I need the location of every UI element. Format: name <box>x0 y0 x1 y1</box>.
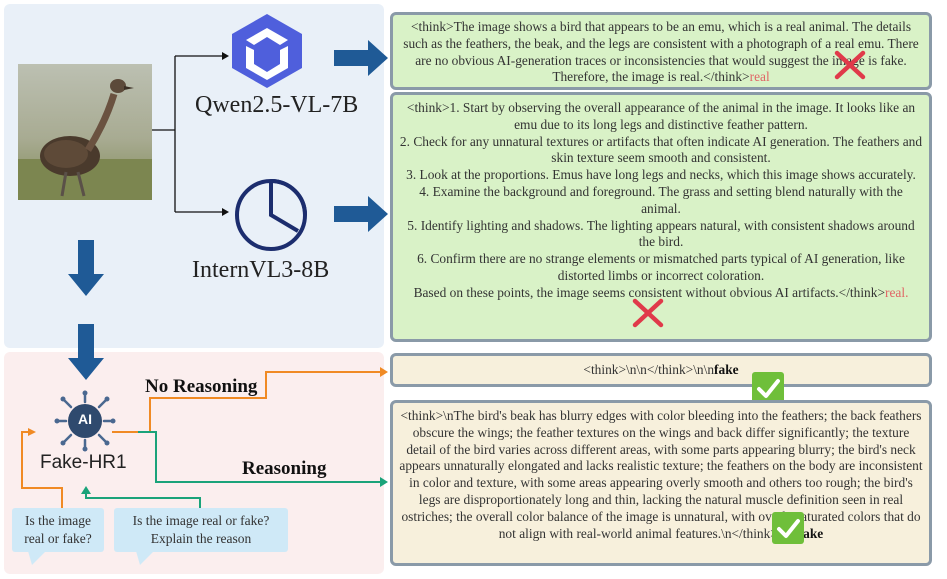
prompt-long-bubble: Is the image real or fake? Explain the r… <box>114 508 288 552</box>
intern-line-3: 3. Look at the proportions. Emus have lo… <box>406 167 916 183</box>
reasoning-answer: fake <box>798 525 824 541</box>
intern-line-4: 4. Examine the background and foreground… <box>419 183 903 216</box>
intern-line-5: 5. Identify lighting and shadows. The li… <box>407 217 915 250</box>
prompt-short-text: Is the image real or fake? <box>24 513 92 546</box>
qwen-response-box: <think>The image shows a bird that appea… <box>390 12 932 90</box>
internvl-logo-icon <box>235 179 307 251</box>
ai-chip-icon <box>54 390 116 452</box>
down-arrow-top <box>68 240 104 296</box>
reasoning-text: <think>\nThe bird's beak has blurry edge… <box>399 408 923 541</box>
no-reasoning-label: No Reasoning <box>145 376 258 397</box>
cross-icon <box>834 50 866 80</box>
emu-image <box>18 64 152 200</box>
bubble-tail <box>28 551 46 565</box>
check-icon <box>752 372 784 404</box>
intern-response-box: <think>1. Start by observing the overall… <box>390 92 932 342</box>
check-icon <box>772 512 804 544</box>
fake-hr1-label: Fake-HR1 <box>40 452 127 473</box>
intern-answer: real. <box>885 284 909 300</box>
ai-badge-text: AI <box>78 411 92 427</box>
prompt-short-bubble: Is the image real or fake? <box>12 508 104 552</box>
intern-line-2: 2. Check for any unnatural textures or a… <box>399 133 923 166</box>
no-reasoning-text: <think>\n\n</think>\n\n <box>583 362 715 377</box>
intern-output-arrow <box>334 196 388 232</box>
intern-line-6: 6. Confirm there are no strange elements… <box>417 251 905 283</box>
qwen-label: Qwen2.5-VL-7B <box>195 92 359 118</box>
no-reasoning-box: <think>\n\n</think>\n\nfake <box>390 353 932 387</box>
down-arrow-bottom <box>68 324 104 380</box>
qwen-logo-icon <box>232 14 302 88</box>
qwen-answer: real <box>749 69 770 85</box>
intern-line-1: <think>1. Start by observing the overall… <box>406 100 916 132</box>
qwen-response-text: <think>The image shows a bird that appea… <box>403 19 919 85</box>
intern-label: InternVL3-8B <box>192 257 330 283</box>
model-connector <box>152 52 229 216</box>
no-reasoning-answer: fake <box>714 362 739 377</box>
qwen-output-arrow <box>334 40 388 76</box>
cross-icon <box>632 298 664 328</box>
reasoning-label: Reasoning <box>242 458 327 479</box>
prompt-long-text: Is the image real or fake? Explain the r… <box>132 513 270 546</box>
reasoning-box: <think>\nThe bird's beak has blurry edge… <box>390 400 932 566</box>
bubble-tail <box>136 551 154 565</box>
intern-line-7: Based on these points, the image seems c… <box>413 284 885 300</box>
